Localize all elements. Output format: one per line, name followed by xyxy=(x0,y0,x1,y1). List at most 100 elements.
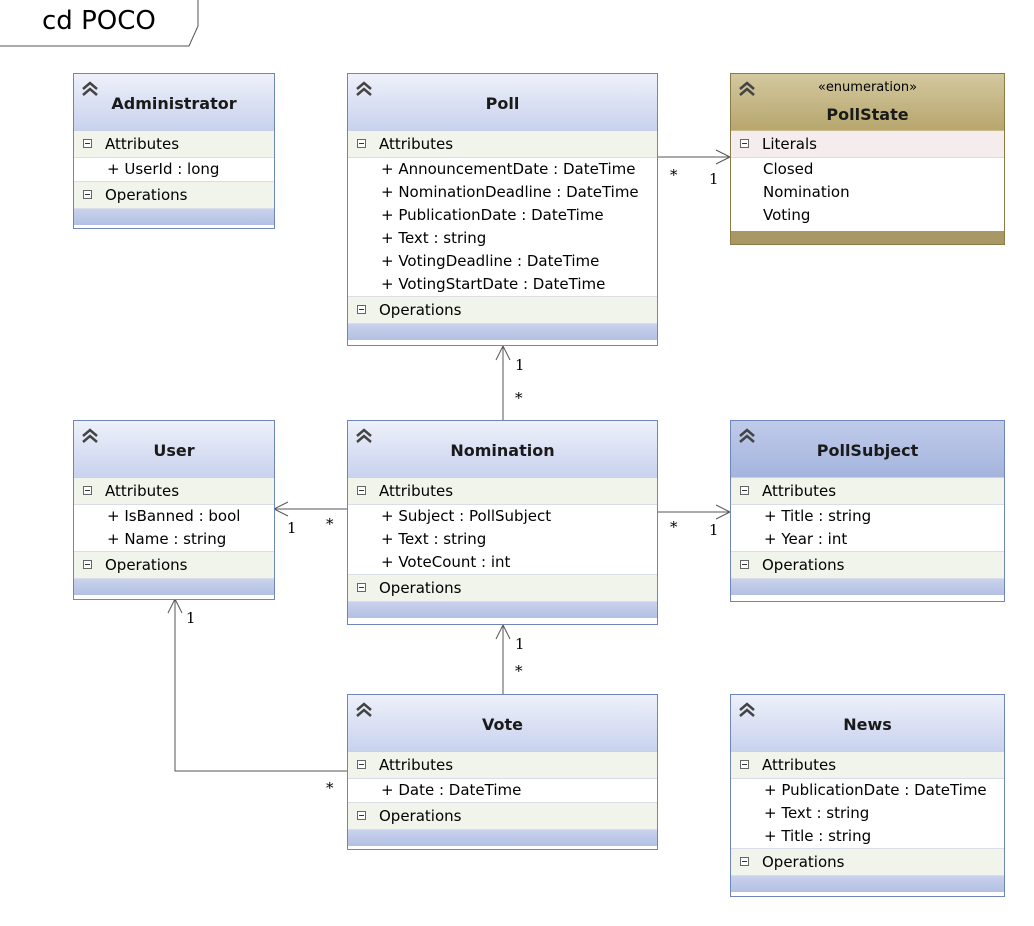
class-news[interactable]: News Attributes + PublicationDate : Date… xyxy=(730,694,1005,897)
literal-row: Closed xyxy=(763,160,814,178)
attribute-row: + PublicationDate : DateTime xyxy=(764,781,987,799)
section-label: Operations xyxy=(105,186,188,204)
attributes-section-header[interactable]: Attributes xyxy=(74,131,274,158)
section-label: Attributes xyxy=(105,135,180,153)
section-label: Operations xyxy=(379,807,462,825)
attribute-row: + Subject : PollSubject xyxy=(381,507,552,525)
operations-section-header[interactable]: Operations xyxy=(348,296,657,324)
double-chevron-up-icon[interactable] xyxy=(737,701,757,719)
double-chevron-up-icon[interactable] xyxy=(354,427,374,445)
class-administrator[interactable]: Administrator Attributes + UserId : long… xyxy=(73,73,275,229)
minus-box-icon[interactable] xyxy=(740,857,749,866)
assoc-nomination-poll xyxy=(495,344,511,420)
multiplicity-poll-pollstate-target: 1 xyxy=(709,170,719,188)
section-label: Operations xyxy=(379,579,462,597)
minus-box-icon[interactable] xyxy=(740,139,749,148)
minus-box-icon[interactable] xyxy=(83,139,92,148)
double-chevron-up-icon[interactable] xyxy=(80,427,100,445)
frame-label: cd POCO xyxy=(42,6,156,36)
minus-box-icon[interactable] xyxy=(740,560,749,569)
double-chevron-up-icon[interactable] xyxy=(737,427,757,445)
operations-section-header[interactable]: Operations xyxy=(74,181,274,209)
minus-box-icon[interactable] xyxy=(740,486,749,495)
minus-box-icon[interactable] xyxy=(357,139,366,148)
attributes-section-header[interactable]: Attributes xyxy=(731,478,1004,505)
double-chevron-up-icon[interactable] xyxy=(80,80,100,98)
class-nomination[interactable]: Nomination Attributes + Subject : PollSu… xyxy=(347,420,658,625)
class-name: Administrator xyxy=(111,94,237,113)
minus-box-icon[interactable] xyxy=(357,760,366,769)
enum-header: «enumeration» PollState xyxy=(731,74,1004,131)
class-name: User xyxy=(153,441,195,460)
attribute-row: + PublicationDate : DateTime xyxy=(381,206,604,224)
minus-box-icon[interactable] xyxy=(83,190,92,199)
section-label: Attributes xyxy=(379,756,454,774)
enum-footer xyxy=(731,231,1004,244)
attribute-row: + VoteCount : int xyxy=(381,553,511,571)
literal-row: Voting xyxy=(763,206,811,224)
class-footer xyxy=(348,830,657,846)
enum-pollstate[interactable]: «enumeration» PollState Literals Closed … xyxy=(730,73,1005,245)
operations-section-header[interactable]: Operations xyxy=(348,802,657,830)
class-header: User xyxy=(74,421,274,478)
class-header: News xyxy=(731,695,1004,752)
attributes-section-header[interactable]: Attributes xyxy=(731,752,1004,779)
multiplicity-vote-nomination-target: 1 xyxy=(515,635,525,653)
literal-row: Nomination xyxy=(763,183,850,201)
multiplicity-vote-user-source: * xyxy=(326,779,334,797)
attributes-section-header[interactable]: Attributes xyxy=(348,752,657,779)
attribute-row: + Text : string xyxy=(764,804,870,822)
minus-box-icon[interactable] xyxy=(357,486,366,495)
attribute-row: + VotingStartDate : DateTime xyxy=(381,275,606,293)
assoc-nomination-pollsubject xyxy=(657,504,732,520)
multiplicity-nomination-pollsubject-source: * xyxy=(670,518,678,536)
class-name: Nomination xyxy=(450,441,555,460)
class-poll[interactable]: Poll Attributes + AnnouncementDate : Dat… xyxy=(347,73,658,346)
class-footer xyxy=(731,579,1004,595)
class-pollsubject[interactable]: PollSubject Attributes + Title : string … xyxy=(730,420,1005,602)
class-name: Poll xyxy=(485,94,520,113)
multiplicity-vote-nomination-source: * xyxy=(515,662,523,680)
double-chevron-up-icon[interactable] xyxy=(737,80,757,98)
multiplicity-nomination-poll-target: 1 xyxy=(515,356,525,374)
section-label: Attributes xyxy=(379,135,454,153)
section-label: Literals xyxy=(762,135,817,153)
minus-box-icon[interactable] xyxy=(357,583,366,592)
minus-box-icon[interactable] xyxy=(83,560,92,569)
attributes-section-header[interactable]: Attributes xyxy=(74,478,274,505)
minus-box-icon[interactable] xyxy=(357,811,366,820)
attributes-section-header[interactable]: Attributes xyxy=(348,478,657,505)
attribute-row: + IsBanned : bool xyxy=(107,507,241,525)
assoc-nomination-user xyxy=(272,501,347,517)
section-label: Attributes xyxy=(105,482,180,500)
attribute-row: + UserId : long xyxy=(107,160,220,178)
double-chevron-up-icon[interactable] xyxy=(354,701,374,719)
section-label: Attributes xyxy=(379,482,454,500)
class-user[interactable]: User Attributes + IsBanned : bool + Name… xyxy=(73,420,275,600)
multiplicity-nomination-user-source: * xyxy=(326,515,334,533)
operations-section-header[interactable]: Operations xyxy=(731,551,1004,579)
minus-box-icon[interactable] xyxy=(357,305,366,314)
assoc-poll-pollstate xyxy=(657,149,732,165)
operations-section-header[interactable]: Operations xyxy=(74,551,274,579)
double-chevron-up-icon[interactable] xyxy=(354,80,374,98)
attribute-row: + Year : int xyxy=(764,530,848,548)
minus-box-icon[interactable] xyxy=(740,760,749,769)
class-header: Poll xyxy=(348,74,657,131)
class-footer xyxy=(731,876,1004,892)
operations-section-header[interactable]: Operations xyxy=(348,574,657,602)
attribute-row: + VotingDeadline : DateTime xyxy=(381,252,600,270)
literals-section-header[interactable]: Literals xyxy=(731,131,1004,158)
attribute-row: + Text : string xyxy=(381,229,487,247)
class-footer xyxy=(348,602,657,618)
attribute-row: + NominationDeadline : DateTime xyxy=(381,183,639,201)
assoc-vote-nomination xyxy=(495,623,511,694)
operations-section-header[interactable]: Operations xyxy=(731,848,1004,876)
minus-box-icon[interactable] xyxy=(83,486,92,495)
class-header: PollSubject xyxy=(731,421,1004,478)
class-vote[interactable]: Vote Attributes + Date : DateTime Operat… xyxy=(347,694,658,850)
section-label: Attributes xyxy=(762,756,837,774)
attributes-section-header[interactable]: Attributes xyxy=(348,131,657,158)
multiplicity-vote-user-target: 1 xyxy=(186,609,196,627)
class-name: News xyxy=(843,715,892,734)
